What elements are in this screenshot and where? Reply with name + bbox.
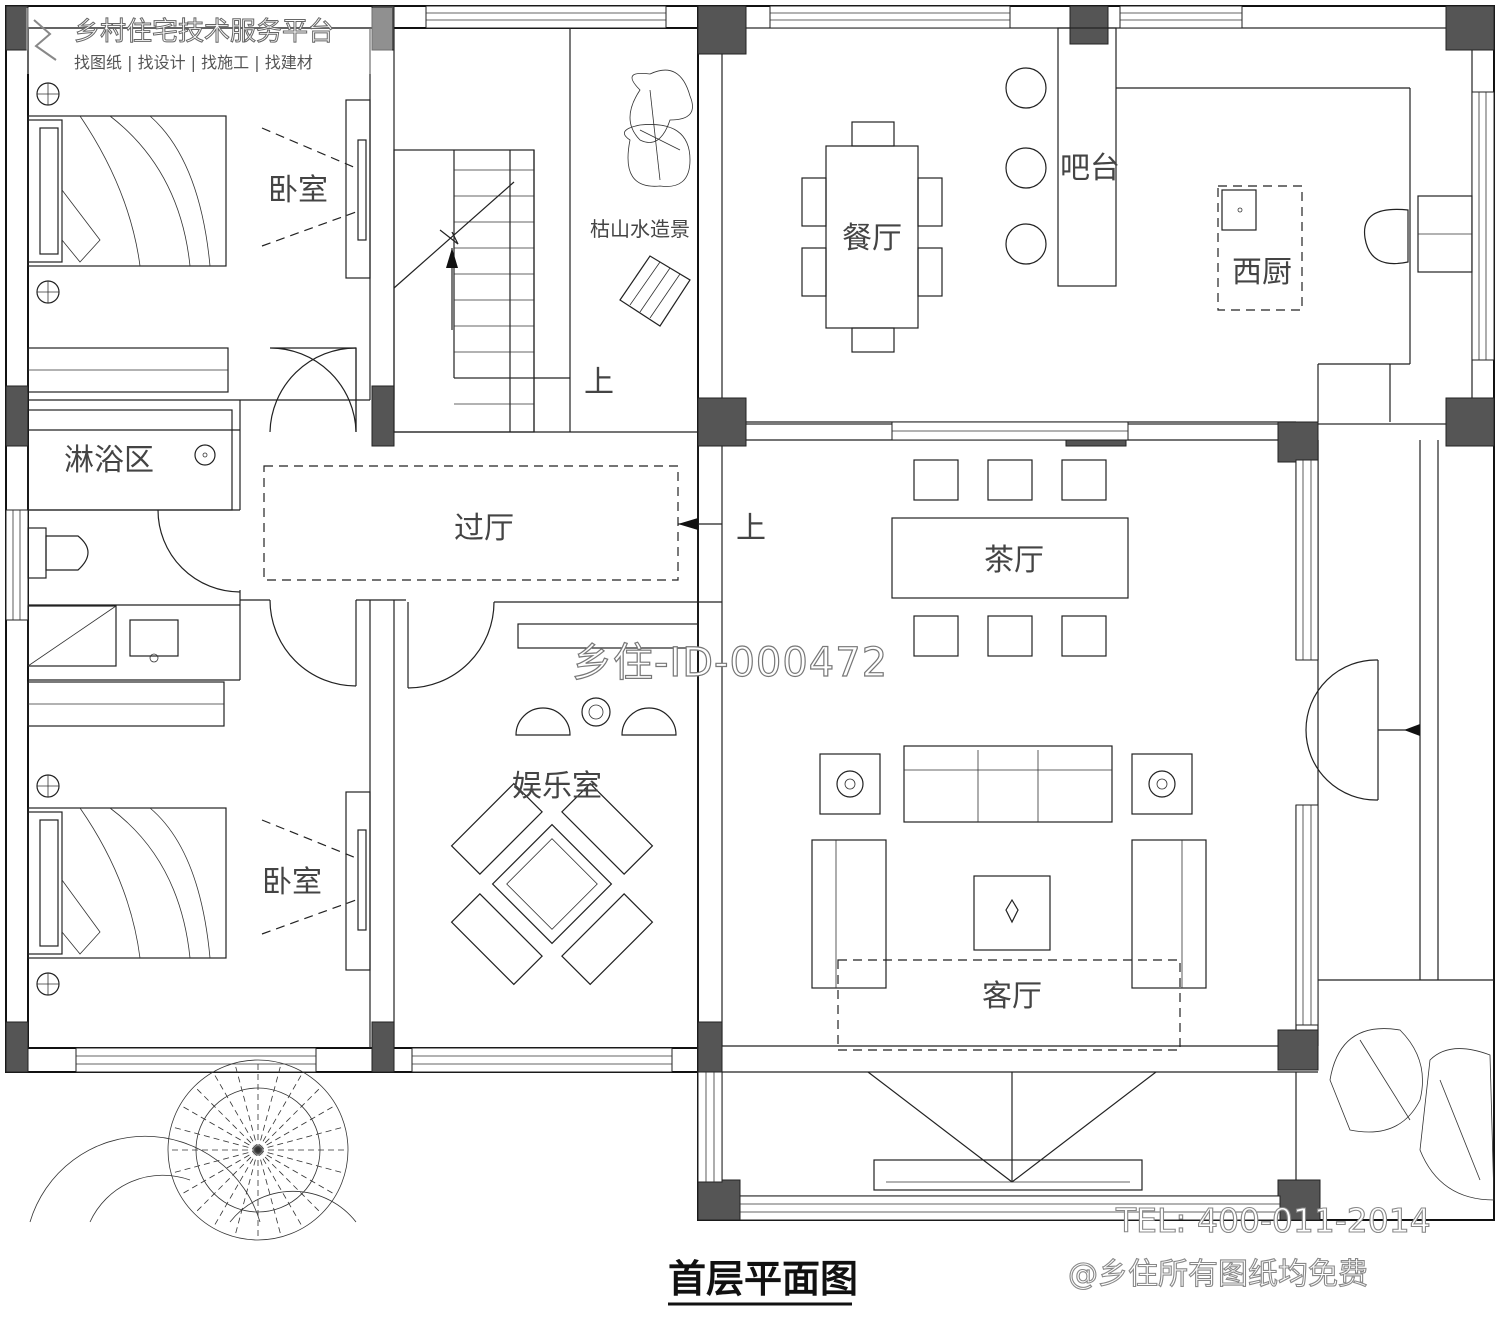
entertainment-furniture bbox=[450, 623, 699, 986]
bedroom-top-furniture bbox=[27, 82, 371, 393]
staircase bbox=[393, 149, 570, 433]
drawing-title-block: 首层平面图 bbox=[668, 1257, 858, 1306]
room-labels: 卧室 卧室 淋浴区 过厅 上 枯山水造景 上 餐厅 吧台 西厨 茶厅 娱乐室 客… bbox=[64, 151, 1292, 1014]
label-entertainment: 娱乐室 bbox=[512, 769, 602, 804]
drawing-title: 首层平面图 bbox=[668, 1257, 858, 1301]
rock-garden-plants bbox=[619, 69, 693, 327]
doors bbox=[157, 347, 1379, 801]
label-tea-room: 茶厅 bbox=[984, 543, 1044, 578]
label-rock-garden: 枯山水造景 bbox=[590, 217, 690, 241]
label-hall-up: 上 bbox=[736, 511, 766, 546]
label-western-kitchen: 西厨 bbox=[1232, 255, 1292, 290]
label-bedroom-bottom: 卧室 bbox=[262, 865, 322, 900]
bathroom-fixtures bbox=[27, 409, 233, 667]
living-room-furniture bbox=[811, 724, 1420, 1191]
walls bbox=[5, 5, 1495, 1221]
label-shower: 淋浴区 bbox=[64, 443, 154, 478]
platform-logo: 乡村住宅技术服务平台 找图纸 | 找设计 | 找施工 | 找建材 bbox=[26, 8, 392, 74]
label-bedroom-top: 卧室 bbox=[268, 173, 328, 208]
phone-number: TEL: 400-011-2014 bbox=[1115, 1201, 1431, 1240]
free-drawings-slogan: @乡住所有图纸均免费 bbox=[1068, 1257, 1368, 1292]
tea-room-furniture bbox=[891, 459, 1129, 657]
label-living: 客厅 bbox=[982, 979, 1042, 1014]
label-bar: 吧台 bbox=[1060, 151, 1120, 186]
dining-furniture bbox=[801, 27, 1473, 422]
watermark-id: 乡住-ID-000472 bbox=[572, 640, 888, 686]
hall-area bbox=[263, 465, 722, 581]
landscape-trees bbox=[29, 1028, 1495, 1241]
logo-mark-icon bbox=[33, 19, 57, 61]
bedroom-bottom-furniture bbox=[27, 681, 371, 996]
platform-name: 乡村住宅技术服务平台 bbox=[74, 17, 334, 47]
windows bbox=[5, 5, 1495, 1221]
label-stairs-up: 上 bbox=[584, 365, 614, 400]
label-hall: 过厅 bbox=[454, 511, 514, 546]
platform-services: 找图纸 | 找设计 | 找施工 | 找建材 bbox=[74, 53, 313, 72]
label-dining: 餐厅 bbox=[842, 221, 902, 256]
